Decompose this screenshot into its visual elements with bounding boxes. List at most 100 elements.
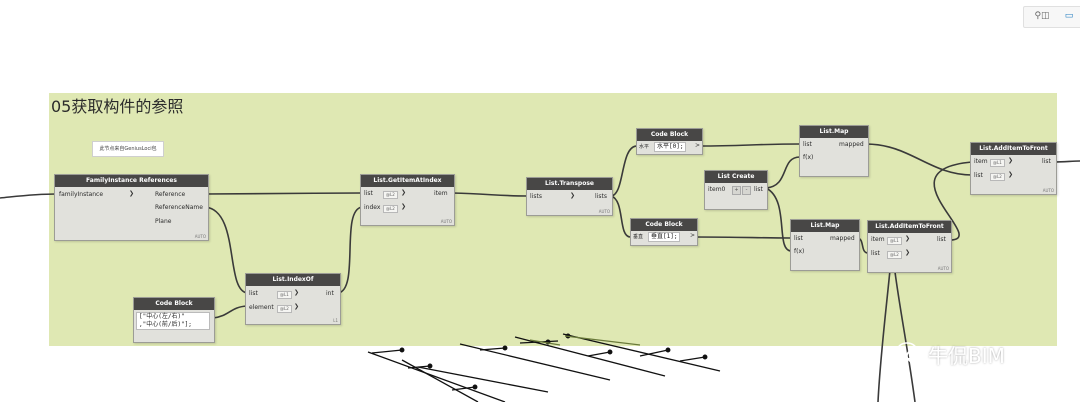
node-getitematindex[interactable]: List.GetItemAtIndex list @L2 ❯ index @L2… bbox=[360, 174, 455, 226]
remove-input-button[interactable]: - bbox=[742, 186, 751, 195]
chevron-right-icon: ❯ bbox=[401, 203, 407, 210]
group-title[interactable]: 05获取构件的参照 bbox=[51, 97, 184, 116]
background-sketch bbox=[367, 333, 721, 402]
code-line-2: ,"中心(前/后)"]; bbox=[139, 321, 192, 328]
node-additemtofront-1[interactable]: List.AddItemToFront item @L1 ❯ list @L2 … bbox=[970, 142, 1057, 195]
lacing-label: AUTO bbox=[1042, 188, 1054, 193]
wire-down2 bbox=[877, 269, 891, 402]
node-listmap-2[interactable]: List.Map list f(x) mapped bbox=[790, 219, 860, 271]
level-chip[interactable]: @L1 bbox=[887, 237, 902, 245]
add-input-button[interactable]: + bbox=[732, 186, 741, 195]
port-item[interactable]: item bbox=[871, 236, 885, 243]
port-index[interactable]: index bbox=[364, 204, 381, 211]
chevron-right-icon: ❯ bbox=[905, 249, 911, 256]
node-group[interactable]: 05获取构件的参照 bbox=[49, 93, 1057, 346]
port-list[interactable]: list bbox=[871, 250, 880, 257]
node-title: Code Block bbox=[134, 298, 214, 310]
code-editor[interactable]: 垂直[1]; bbox=[648, 232, 681, 242]
port-referencename[interactable]: ReferenceName bbox=[155, 204, 203, 211]
wire-transpose-code2 bbox=[610, 145, 638, 197]
note-label[interactable]: 此节点来自GeniusLoci包 bbox=[92, 141, 164, 157]
port-element[interactable]: element bbox=[249, 304, 274, 311]
wire-input-family bbox=[0, 193, 57, 199]
level-chip[interactable]: @L1 bbox=[990, 159, 1005, 167]
wire-code2-map1 bbox=[699, 143, 801, 147]
port-list-out[interactable]: list bbox=[1042, 158, 1051, 165]
port-list[interactable]: list bbox=[974, 172, 983, 179]
node-title: List.Map bbox=[791, 220, 859, 232]
port-mapped[interactable]: mapped bbox=[830, 235, 855, 242]
node-codeblock-3[interactable]: Code Block 垂直 垂直[1]; > bbox=[630, 218, 698, 246]
node-indexof[interactable]: List.IndexOf list @L1 ❯ element @L2 ❯ in… bbox=[245, 273, 341, 325]
port-list[interactable]: list bbox=[249, 290, 258, 297]
lacing-label: AUTO bbox=[937, 266, 949, 271]
port-list[interactable]: list bbox=[364, 190, 373, 197]
port-list-out[interactable]: list bbox=[754, 186, 763, 193]
graph-view-icon[interactable]: ▭ bbox=[1064, 11, 1074, 21]
code-prefix: 垂直 bbox=[633, 234, 644, 240]
wire-add2-add1 bbox=[933, 161, 973, 241]
node-title: List.AddItemToFront bbox=[868, 221, 951, 233]
level-chip[interactable]: @L2 bbox=[990, 173, 1005, 181]
node-title: List Create bbox=[705, 171, 767, 183]
node-additemtofront-2[interactable]: List.AddItemToFront item @L1 ❯ list @L2 … bbox=[867, 220, 952, 273]
chevron-right-icon: ❯ bbox=[570, 192, 576, 199]
port-reference[interactable]: Reference bbox=[155, 191, 186, 198]
port-int[interactable]: int bbox=[326, 290, 334, 297]
port-plane[interactable]: Plane bbox=[155, 218, 172, 225]
level-chip[interactable]: @L1 bbox=[277, 291, 292, 299]
level-chip[interactable]: @L2 bbox=[383, 191, 398, 199]
wire-refname-indexof-list bbox=[204, 206, 248, 294]
port-lists-in[interactable]: lists bbox=[530, 193, 542, 200]
code-line-1: ["中心(左/右)" bbox=[139, 313, 185, 320]
node-transpose[interactable]: List.Transpose lists ❯ lists AUTO bbox=[526, 177, 613, 216]
port-list-out[interactable]: list bbox=[937, 236, 946, 243]
chevron-right-icon: ❯ bbox=[1008, 157, 1014, 164]
output-arrow-icon[interactable]: > bbox=[690, 232, 696, 239]
node-title: List.Map bbox=[800, 126, 868, 138]
port-fx[interactable]: f(x) bbox=[803, 154, 814, 161]
wire-item-transpose bbox=[451, 192, 529, 197]
port-item[interactable]: item bbox=[434, 190, 448, 197]
port-mapped[interactable]: mapped bbox=[839, 141, 864, 148]
watermark-text: 牛侃BIM bbox=[928, 344, 1005, 368]
chevron-right-icon: ❯ bbox=[129, 190, 135, 197]
lacing-label: AUTO bbox=[194, 234, 206, 239]
level-chip[interactable]: @L2 bbox=[887, 251, 902, 259]
node-listcreate[interactable]: List Create item0 + - list bbox=[704, 170, 768, 210]
node-title: FamilyInstance References bbox=[55, 175, 208, 187]
wechat-icon bbox=[896, 342, 924, 364]
node-familyinstance-references[interactable]: FamilyInstance References familyInstance… bbox=[54, 174, 209, 241]
code-editor[interactable]: 水平[0]; bbox=[654, 142, 687, 152]
wire-int-index bbox=[337, 206, 363, 294]
level-chip[interactable]: @L2 bbox=[277, 305, 292, 313]
wire-down1 bbox=[894, 271, 916, 402]
node-codeblock-2[interactable]: Code Block 水平 水平[0]; > bbox=[636, 128, 703, 155]
chevron-right-icon: ❯ bbox=[294, 289, 300, 296]
node-codeblock-1[interactable]: Code Block ["中心(左/右)" ,"中心(前/后)"]; bbox=[133, 297, 215, 343]
chevron-right-icon: ❯ bbox=[401, 189, 407, 196]
port-item0[interactable]: item0 bbox=[708, 186, 726, 193]
wire-create-map1 bbox=[765, 156, 801, 189]
chevron-right-icon: ❯ bbox=[1008, 171, 1014, 178]
port-fx[interactable]: f(x) bbox=[794, 248, 805, 255]
level-chip[interactable]: @L2 bbox=[383, 205, 398, 213]
wire-code-indexof-element bbox=[212, 305, 248, 319]
code-editor[interactable]: ["中心(左/右)" ,"中心(前/后)"]; bbox=[136, 312, 210, 330]
geometry-view-icon[interactable]: ⚲◫ bbox=[1034, 11, 1050, 21]
port-lists-out[interactable]: lists bbox=[595, 193, 607, 200]
node-listmap-1[interactable]: List.Map list f(x) mapped bbox=[799, 125, 869, 177]
port-item[interactable]: item bbox=[974, 158, 988, 165]
wire-reference-list bbox=[204, 192, 363, 195]
node-title: List.AddItemToFront bbox=[971, 143, 1056, 155]
node-title: Code Block bbox=[631, 219, 697, 231]
chevron-right-icon: ❯ bbox=[294, 303, 300, 310]
port-familyinstance[interactable]: familyInstance bbox=[59, 191, 104, 198]
port-list[interactable]: list bbox=[803, 141, 812, 148]
output-arrow-icon[interactable]: > bbox=[695, 142, 701, 149]
port-list[interactable]: list bbox=[794, 235, 803, 242]
node-title: Code Block bbox=[637, 129, 702, 141]
wire-code3-map2 bbox=[694, 236, 792, 239]
